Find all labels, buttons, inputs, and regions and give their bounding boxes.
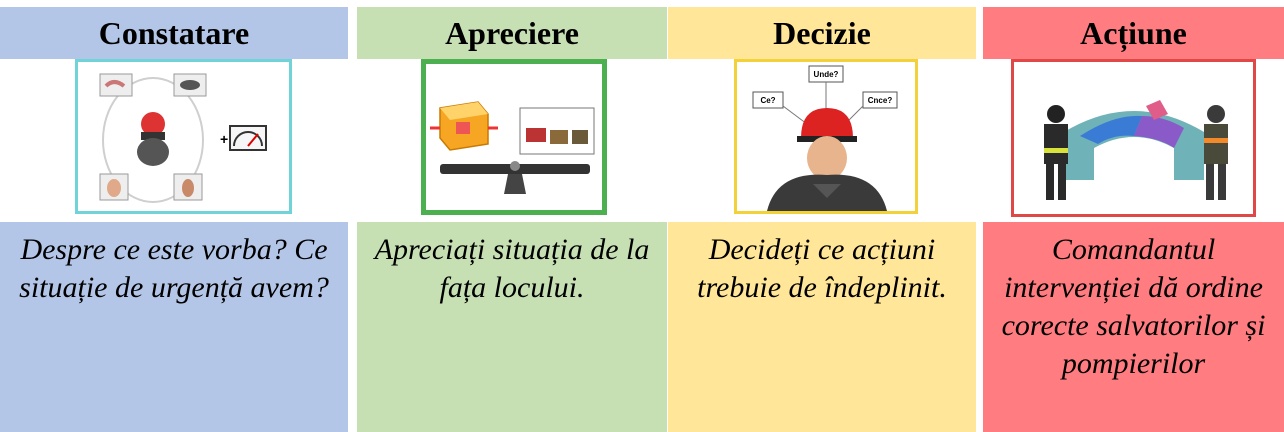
image-area: + — [0, 59, 348, 222]
svg-text:+: + — [220, 131, 228, 147]
column-constatare: Constatare + Despre ce es — [0, 7, 348, 432]
bubble-text: Ce? — [760, 96, 775, 105]
bubble-text: Cnce? — [868, 96, 893, 105]
bubble-text: Unde? — [814, 70, 839, 79]
image-area — [357, 59, 667, 222]
firefighter-thinking-icon: Unde? Ce? Cnce? — [734, 59, 918, 214]
image-area: Unde? Ce? Cnce? — [668, 59, 976, 222]
column-description: Comandantul intervenției dă ordine corec… — [1001, 233, 1266, 380]
column-description: Decideți ce acțiuni trebuie de îndeplini… — [697, 233, 947, 304]
column-title: Decizie — [773, 14, 871, 51]
column-description: Apreciați situația de la fața locului. — [374, 233, 650, 304]
column-title: Acțiune — [1080, 14, 1187, 51]
firefighters-action-icon — [1011, 59, 1256, 217]
column-actiune: Acțiune Comandantul intervenției dă ordi… — [983, 7, 1284, 432]
column-description: Despre ce este vorba? Ce situație de urg… — [19, 233, 329, 304]
image-area — [983, 59, 1284, 222]
column-title: Constatare — [98, 14, 250, 51]
balance-scale-icon — [421, 59, 607, 215]
observation-diagram-icon: + — [75, 59, 292, 214]
column-title: Apreciere — [445, 14, 579, 51]
column-decizie: Decizie Unde? Ce? Cnce? Decideți ce acți… — [668, 7, 976, 432]
column-apreciere: Apreciere Apreciați situația de la fața … — [357, 7, 667, 432]
